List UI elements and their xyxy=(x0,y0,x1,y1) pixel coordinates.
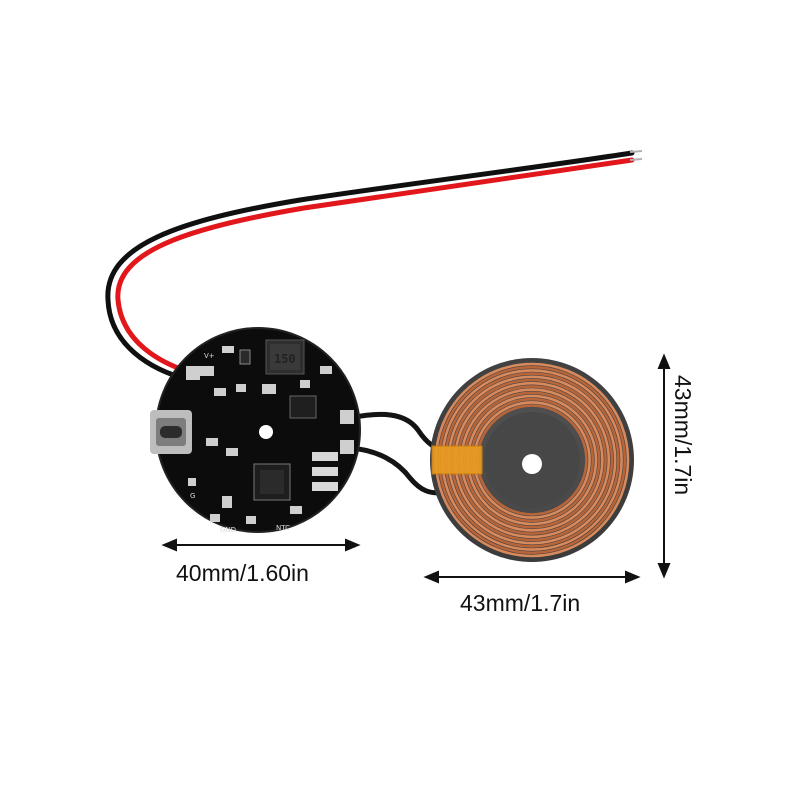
g-label: G xyxy=(190,492,195,500)
inductor-label: 150 xyxy=(274,352,296,366)
red-wire xyxy=(115,157,635,377)
ntc-label: NTC xyxy=(276,524,290,532)
coil-center-hole xyxy=(522,454,542,474)
red-wire-tip xyxy=(629,158,643,161)
pcb-board: V+ GND G NTC 150 xyxy=(150,327,361,534)
dimension-arrows xyxy=(161,353,671,584)
coil-width-label: 43mm/1.7in xyxy=(460,590,581,616)
mounting-hole xyxy=(259,425,273,439)
charging-coil xyxy=(430,358,634,562)
wire-solder-pad xyxy=(186,366,200,380)
power-wires xyxy=(105,150,643,383)
black-wire xyxy=(105,150,635,383)
black-wire-tip xyxy=(629,150,643,153)
pcb-width-label: 40mm/1.60in xyxy=(176,560,309,586)
vplus-label: V+ xyxy=(204,352,215,360)
secondary-ic xyxy=(289,395,317,419)
gnd-label: GND xyxy=(220,526,236,534)
tape-strip xyxy=(432,446,482,474)
coil-height-label: 43mm/1.7in xyxy=(670,375,696,496)
